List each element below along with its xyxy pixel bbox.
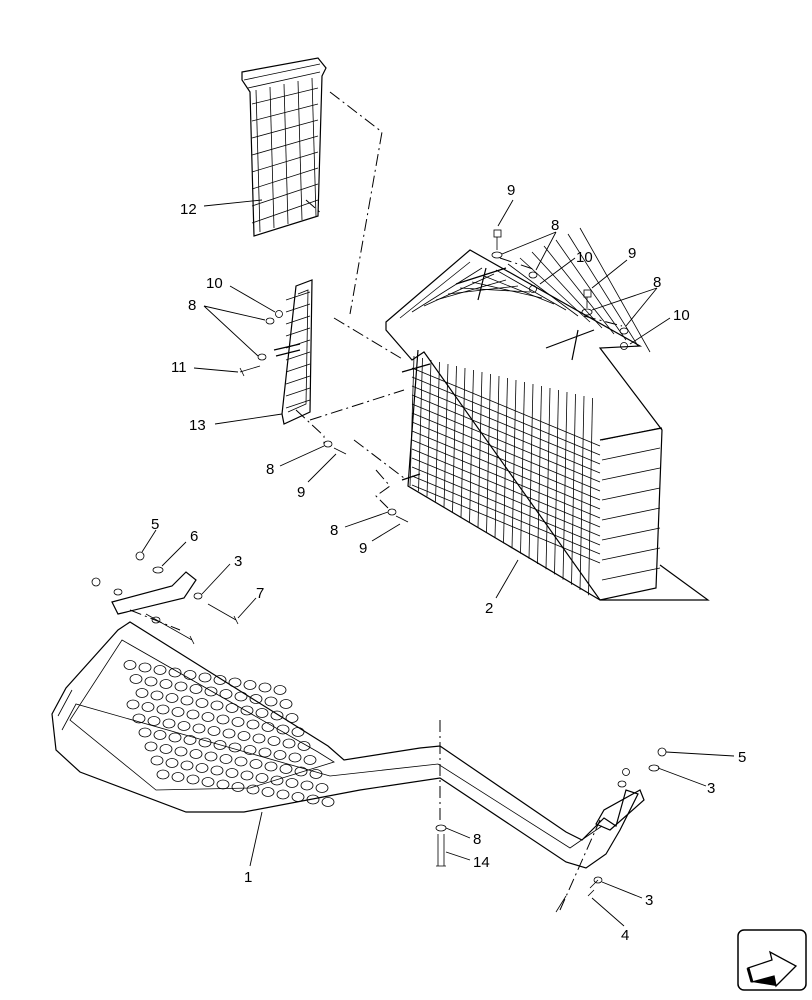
- bolt-4: [587, 879, 599, 897]
- callout-7: 7: [256, 585, 264, 602]
- screen-guard-2: [385, 227, 710, 601]
- callout-labels: 12 9 8 10 9 8 10 10 8 11 13 8 9 8 9 5 6 …: [151, 182, 746, 944]
- callout-2: 2: [485, 600, 493, 617]
- washer-3a: [193, 592, 203, 600]
- bolt-9c: [333, 447, 347, 455]
- bolt-11: [239, 365, 261, 377]
- washer-8i: [435, 824, 447, 832]
- callout-13: 13: [189, 417, 206, 434]
- washer-3b: [648, 764, 660, 772]
- washer-8f: [257, 353, 267, 361]
- callout-14: 14: [473, 854, 490, 871]
- callout-10: 10: [576, 249, 593, 266]
- washer-3c: [593, 876, 603, 884]
- callout-3: 3: [707, 780, 715, 797]
- callout-9: 9: [628, 245, 636, 262]
- callout-9: 9: [359, 540, 367, 557]
- nut-10a: [529, 285, 537, 293]
- callout-4: 4: [621, 927, 629, 944]
- bolt-9d: [395, 515, 409, 523]
- washer-8c: [581, 308, 593, 316]
- callout-9: 9: [297, 484, 305, 501]
- callout-11: 11: [171, 359, 187, 376]
- washer-8g: [323, 440, 333, 448]
- nut-10b: [620, 342, 628, 350]
- washer-8d: [619, 327, 629, 335]
- callout-8: 8: [551, 217, 559, 234]
- alignment-center-lines: [129, 91, 623, 911]
- washer-8a: [491, 251, 503, 259]
- callout-6: 6: [190, 528, 198, 545]
- step-assembly-1: [51, 571, 645, 869]
- nut-10c: [275, 310, 283, 318]
- leader-lines: [141, 199, 735, 927]
- hardware: [91, 229, 667, 913]
- nut-5a: [135, 551, 145, 561]
- nut-left: [91, 577, 101, 587]
- callout-12: 12: [180, 201, 197, 218]
- callout-5: 5: [151, 516, 159, 533]
- callout-9: 9: [507, 182, 515, 199]
- washer-6: [152, 566, 164, 574]
- callout-10: 10: [206, 275, 223, 292]
- washer-8b: [528, 271, 538, 279]
- callout-10: 10: [673, 307, 690, 324]
- side-screen-13: [273, 279, 313, 425]
- callout-8: 8: [330, 522, 338, 539]
- next-page-arrow-icon[interactable]: [737, 929, 807, 991]
- washer-8h: [387, 508, 397, 516]
- callout-5: 5: [738, 749, 746, 766]
- screen-panel-12: [241, 57, 327, 237]
- nut-5b: [657, 747, 667, 757]
- bolt-7: [207, 603, 239, 625]
- washer-8e: [265, 317, 275, 325]
- callout-8: 8: [653, 274, 661, 291]
- callout-3: 3: [645, 892, 653, 909]
- callout-8: 8: [473, 831, 481, 848]
- callout-3: 3: [234, 553, 242, 570]
- callout-8: 8: [266, 461, 274, 478]
- callout-8: 8: [188, 297, 196, 314]
- callout-1: 1: [244, 869, 252, 886]
- bolt-14: [436, 834, 446, 867]
- bolt-9a: [493, 229, 502, 238]
- bolt-9b: [583, 289, 592, 298]
